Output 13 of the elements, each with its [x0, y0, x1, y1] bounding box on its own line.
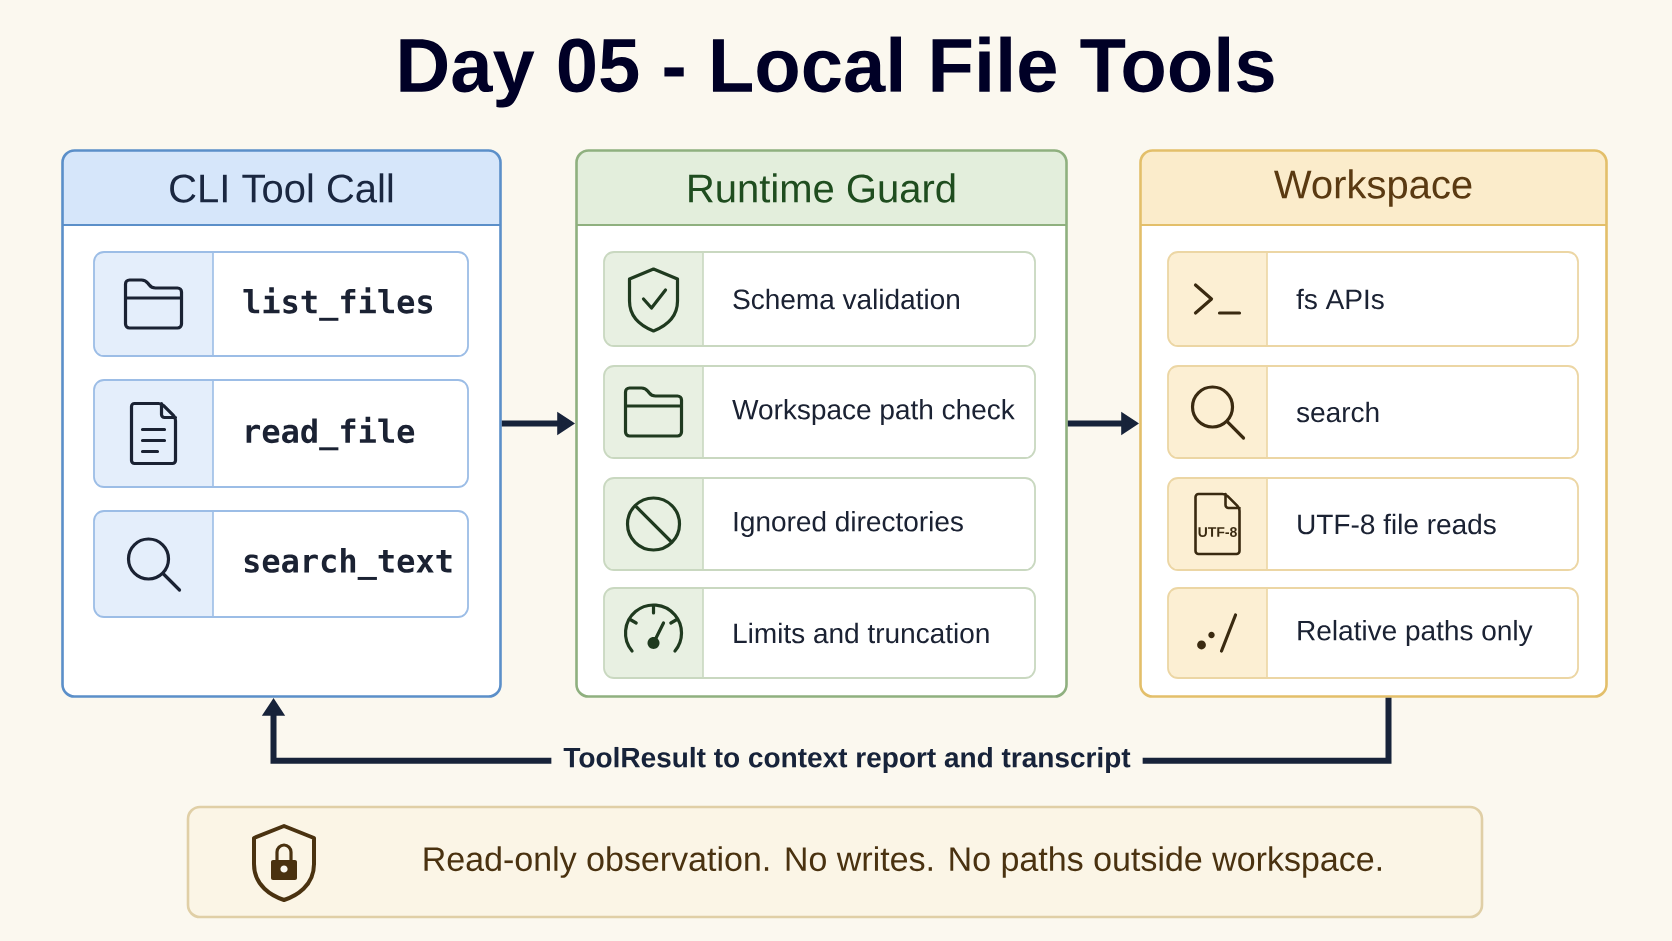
item-row: Ignored directories [603, 477, 1036, 571]
title: Day 05 - Local File Tools [400, 36, 1274, 108]
item-row: Workspace path check [603, 365, 1036, 459]
item-row: fs APIs [1167, 251, 1579, 347]
item-row: search_text [93, 510, 469, 618]
item-row: Schema validation [603, 251, 1036, 347]
item-row: Limits and truncation [603, 587, 1036, 679]
edge-label: ToolResult to context report and transcript [551, 740, 1143, 780]
item-row: Relative paths only [1167, 587, 1579, 679]
item-row: search [1167, 365, 1579, 459]
item-row: list_files [93, 251, 469, 357]
item-row: read_file [93, 379, 469, 488]
note-box: Read-only observation. No writes. No paths outside workspace. [186, 805, 1484, 919]
